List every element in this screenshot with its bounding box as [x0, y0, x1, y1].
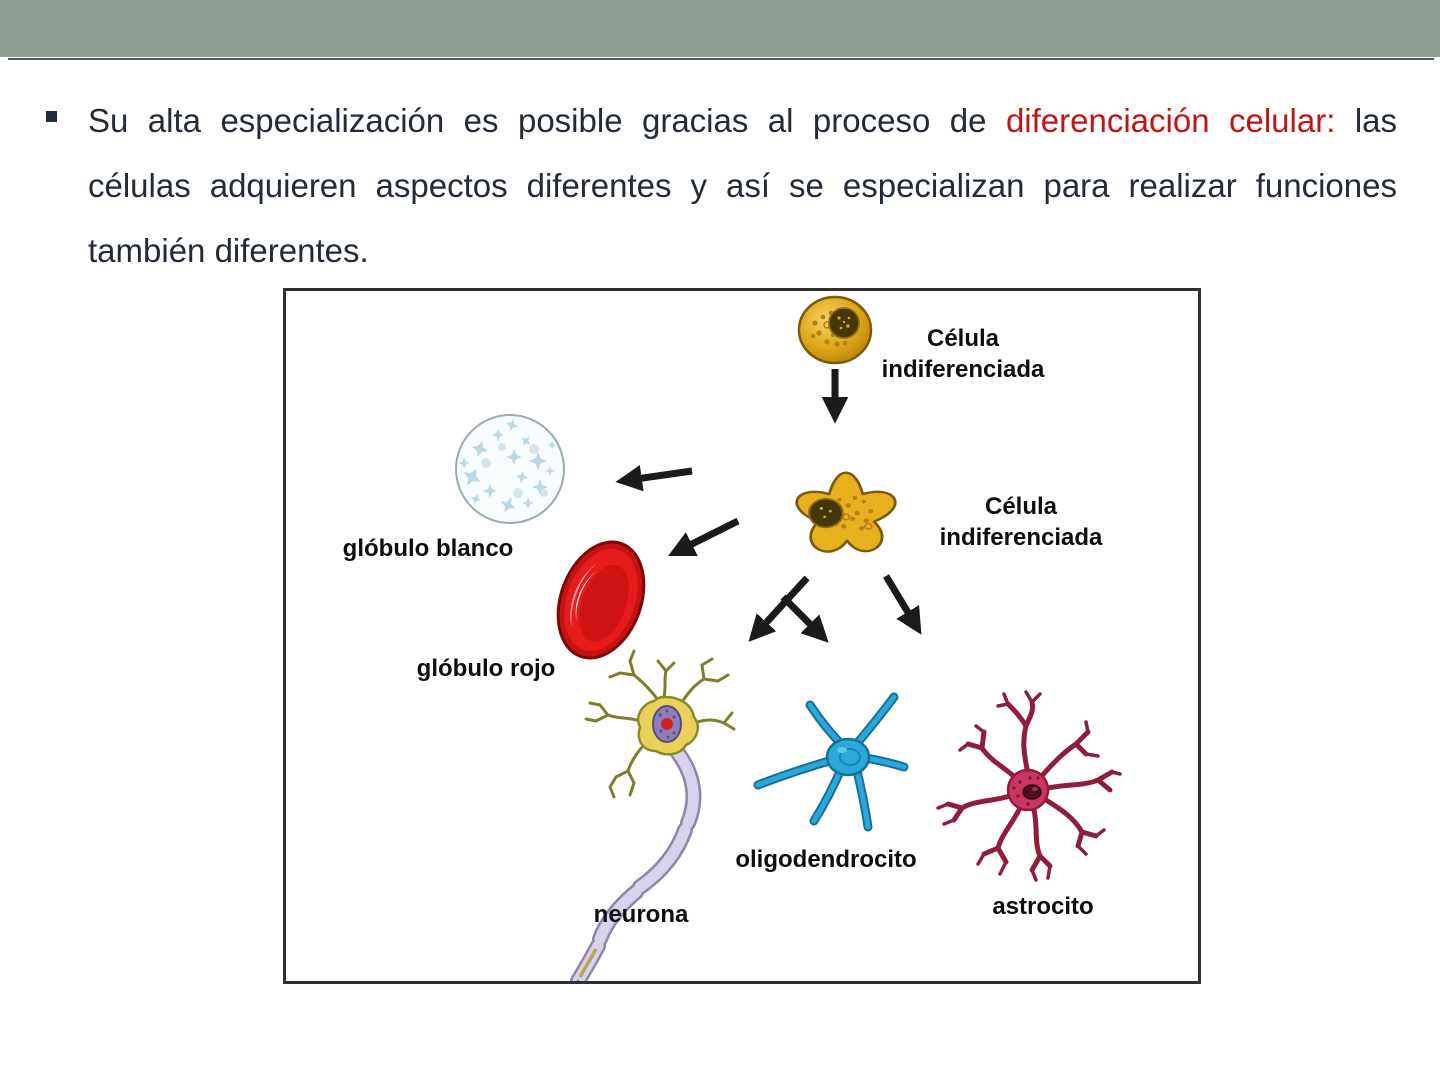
cell-differentiation-diagram: Célula indiferenciada Célula indiferenci… — [283, 288, 1201, 984]
text-line-1-tail: las — [1354, 102, 1398, 139]
text-line-1-highlight: diferenciación celular: — [1005, 102, 1336, 139]
undifferentiated-cell-middle-illustration — [795, 471, 897, 553]
bullet-marker — [46, 111, 57, 122]
oligodendrocyte-illustration — [753, 692, 909, 832]
label-cell-indiferenciada-top: Célula indiferenciada — [881, 325, 1045, 383]
label-neurona: neurona — [593, 901, 689, 928]
header-divider-line — [8, 58, 1434, 60]
header-bar — [0, 0, 1440, 57]
text-line-1-normal: Su alta especialización es posible graci… — [88, 102, 987, 139]
diagram-illustration — [455, 295, 1122, 981]
text-line-1: Su alta especialización es posible graci… — [88, 88, 1397, 153]
text-line-3: también diferentes. — [88, 232, 369, 269]
label-globulo-blanco: glóbulo blanco — [342, 535, 514, 562]
label-cell-indiferenciada-middle: Célula indiferenciada — [939, 493, 1103, 551]
diagram-arrows — [615, 369, 922, 643]
text-line-2: células adquieren aspectos diferentes y … — [88, 167, 1397, 204]
white-blood-cell-illustration — [455, 414, 565, 524]
label-globulo-rojo: glóbulo rojo — [416, 655, 556, 682]
body-text-block: Su alta especialización es posible graci… — [88, 88, 1397, 283]
undifferentiated-cell-top-illustration — [797, 295, 873, 365]
astrocyte-illustration — [936, 690, 1122, 882]
label-oligodendrocito: oligodendrocito — [735, 846, 917, 873]
neuron-illustration — [570, 649, 736, 981]
red-blood-cell-illustration — [556, 540, 646, 660]
label-astrocito: astrocito — [992, 893, 1094, 920]
